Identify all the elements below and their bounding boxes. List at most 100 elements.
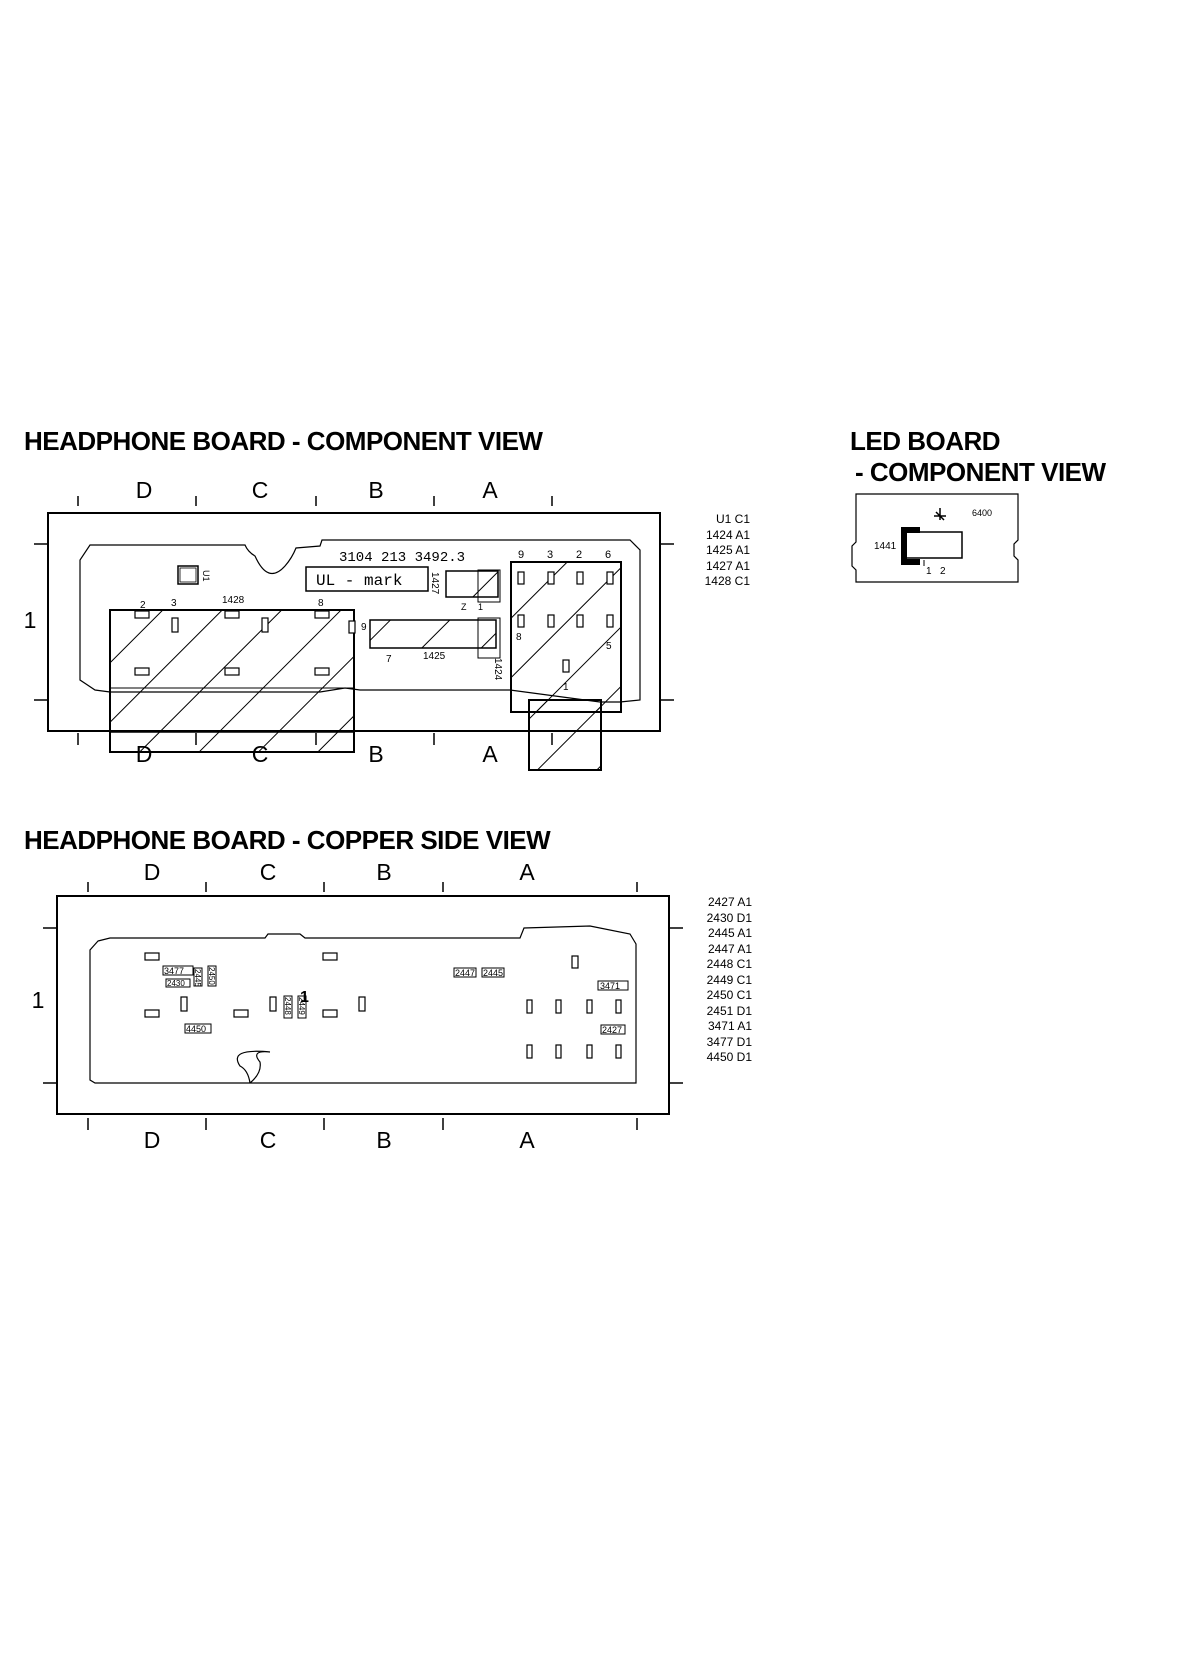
pin-3-1424: 3 xyxy=(547,549,553,561)
copper-view-title: HEADPHONE BOARD - COPPER SIDE VIEW xyxy=(24,825,551,855)
label-1425: 1425 xyxy=(423,651,446,662)
component-1424 xyxy=(510,561,622,713)
copper-column-ticks-top xyxy=(87,882,638,892)
copper-ref-item: 3477 D1 xyxy=(706,1034,752,1049)
component-1428 xyxy=(109,609,355,753)
col-label-b-bottom: B xyxy=(368,741,383,767)
label-3471: 3471 xyxy=(600,981,620,991)
copper-row-label-1: 1 xyxy=(32,987,45,1013)
copper-marker-1: 1 xyxy=(300,989,309,1006)
pin-9-1425: 9 xyxy=(361,622,367,633)
pads-1424 xyxy=(517,571,614,673)
led-board-drawing xyxy=(851,493,1019,583)
component-view-labels: D C B A D C B A 1 3104 213 3492.3 UL - m… xyxy=(24,477,612,767)
pin-9-1424: 9 xyxy=(518,549,524,561)
col-label-d-top: D xyxy=(136,477,153,503)
label-1441: 1441 xyxy=(874,541,897,552)
pcb-outline xyxy=(79,539,641,703)
copper-view-drawing xyxy=(43,882,683,1130)
pin-6-1424: 6 xyxy=(605,549,611,561)
component-ref-item: 1424 A1 xyxy=(705,527,750,542)
col-label-b-top: B xyxy=(368,477,383,503)
pin-2-1424: 2 xyxy=(576,549,582,561)
pin-z: Z xyxy=(461,602,467,612)
row-label-1: 1 xyxy=(24,607,37,633)
copper-column-ticks-bottom xyxy=(87,1118,638,1130)
copper-view-labels: D C B A D C B A 1 3477 2430 2445 2450 44… xyxy=(32,859,622,1153)
copper-ref-item: 2450 C1 xyxy=(706,988,752,1002)
col-label-a-bottom: A xyxy=(482,741,498,767)
label-2450: 2450 xyxy=(207,967,216,985)
label-6400: 6400 xyxy=(972,508,992,518)
col-label-d-bottom: D xyxy=(136,741,153,767)
copper-col-c-bottom: C xyxy=(260,1127,277,1153)
component-ref-item: 1428 C1 xyxy=(704,574,750,588)
label-1428: 1428 xyxy=(222,595,245,606)
col-label-c-top: C xyxy=(252,477,269,503)
copper-ref-item: 2448 C1 xyxy=(706,957,752,971)
copper-ref-item: 2451 D1 xyxy=(706,1003,752,1018)
label-2449: 2449 xyxy=(297,997,306,1015)
led-view-title-line2: - COMPONENT VIEW xyxy=(855,457,1106,487)
pads-1428 xyxy=(134,610,356,676)
pin-8: 8 xyxy=(318,598,324,609)
label-2445: 2445 xyxy=(483,968,503,978)
component-view-drawing xyxy=(34,496,674,771)
copper-ref-item: 3471 A1 xyxy=(707,1019,752,1033)
pin-1-1427: 1 xyxy=(478,602,483,612)
pin-1-1424: 1 xyxy=(563,682,569,693)
u1-component xyxy=(177,565,199,585)
column-ticks-top xyxy=(77,496,553,506)
pin-5-1424: 5 xyxy=(606,641,612,652)
copper-pcb-outline xyxy=(89,925,637,1084)
component-1425 xyxy=(369,619,497,649)
component-ref-item: 1427 A1 xyxy=(705,558,750,573)
copper-ref-item: 2449 C1 xyxy=(706,972,752,987)
copper-col-b-top: B xyxy=(376,859,391,885)
pin-8-1424: 8 xyxy=(516,632,522,643)
component-ref-item: U1 C1 xyxy=(715,512,750,526)
label-2430: 2430 xyxy=(167,979,185,988)
copper-col-b-bottom: B xyxy=(376,1127,391,1153)
copper-pads xyxy=(144,952,622,1059)
copper-ref-item: 2427 A1 xyxy=(707,895,752,909)
label-2447: 2447 xyxy=(455,968,475,978)
label-3477: 3477 xyxy=(164,966,184,976)
copper-ref-item: 4450 D1 xyxy=(706,1050,752,1064)
led-pin-2: 2 xyxy=(940,566,946,577)
label-2448: 2448 xyxy=(283,997,292,1015)
smd-parts xyxy=(162,965,629,1035)
led-view-title-line1: LED BOARD xyxy=(850,426,1001,456)
label-1424: 1424 xyxy=(492,658,503,681)
component-1427 xyxy=(445,570,499,598)
copper-col-c-top: C xyxy=(260,859,277,885)
pin-2: 2 xyxy=(140,600,146,611)
ul-mark-box xyxy=(305,566,429,592)
led-board-labels: 1441 6400 1 2 xyxy=(874,508,992,577)
col-label-c-bottom: C xyxy=(252,741,269,767)
board-code: 3104 213 3492.3 xyxy=(339,550,465,566)
copper-col-a-top: A xyxy=(519,859,535,885)
col-label-a-top: A xyxy=(482,477,498,503)
led-pcb-outline xyxy=(851,493,1019,583)
ul-mark-text: UL - mark xyxy=(316,572,402,590)
led-1441 xyxy=(903,531,963,559)
label-2427: 2427 xyxy=(602,1025,622,1035)
copper-col-d-bottom: D xyxy=(144,1127,161,1153)
copper-ref-item: 2445 A1 xyxy=(707,926,752,940)
component-ref-item: 1425 A1 xyxy=(705,543,750,557)
label-4450: 4450 xyxy=(186,1024,206,1034)
label-2445b: 2445 xyxy=(193,969,202,987)
label-1427: 1427 xyxy=(429,572,440,595)
led-6400-symbol xyxy=(934,508,946,521)
copper-board-frame xyxy=(56,895,670,1115)
copper-col-d-top: D xyxy=(144,859,161,885)
led-pin-1: 1 xyxy=(926,566,932,577)
pin-7: 7 xyxy=(386,654,392,665)
pin-3: 3 xyxy=(171,598,177,609)
copper-ref-item: 2430 D1 xyxy=(706,910,752,925)
copper-ref-item: 2447 A1 xyxy=(707,941,752,956)
